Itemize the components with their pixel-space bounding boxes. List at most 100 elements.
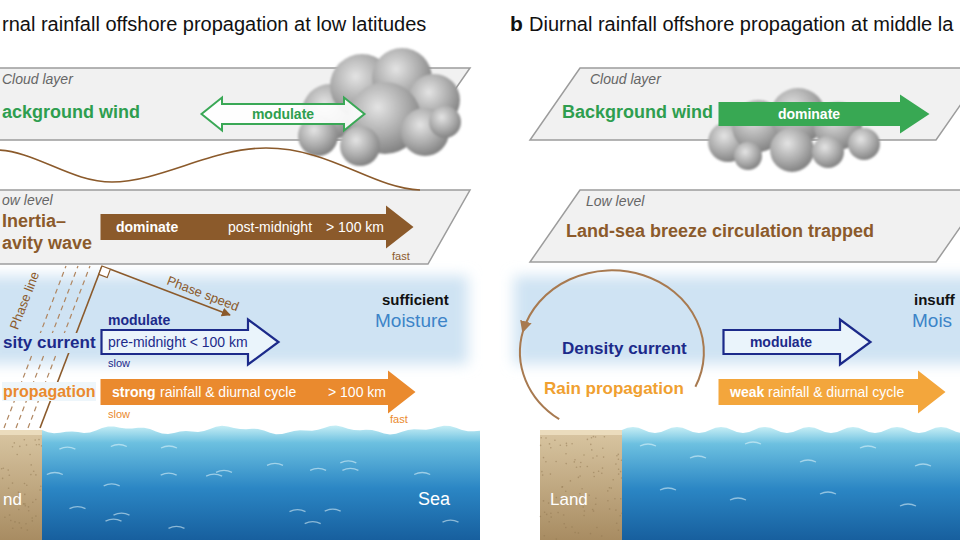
shape-part xyxy=(598,470,600,472)
shape-part xyxy=(565,463,567,465)
shape-part xyxy=(607,500,609,502)
shape-part xyxy=(591,437,593,439)
shape-part xyxy=(12,482,14,484)
shape-part xyxy=(0,190,470,264)
wind-label: Background wind xyxy=(562,101,713,123)
shape-part xyxy=(0,68,470,140)
shape-part xyxy=(609,508,611,510)
speed-note: fast xyxy=(392,250,410,262)
shape-part xyxy=(24,483,26,485)
shape-part xyxy=(588,495,590,497)
shape-part xyxy=(9,514,11,516)
arrow-label: > 100 km xyxy=(328,384,386,401)
shape-part xyxy=(28,506,30,508)
shape-part xyxy=(540,430,624,435)
shape-part xyxy=(27,529,29,531)
wave-label: Inertia– avity wave xyxy=(2,210,98,254)
shape-part xyxy=(602,467,604,469)
layer-label: Low level xyxy=(586,193,644,210)
process-arrow: dominatepost-midnight> 100 km xyxy=(100,205,414,249)
shape-part xyxy=(595,497,597,499)
shape-part xyxy=(596,527,598,529)
shape-part xyxy=(25,523,27,525)
shape-part xyxy=(514,276,960,364)
shape-part xyxy=(590,533,592,535)
shape-part xyxy=(584,510,586,512)
shape-part xyxy=(16,454,18,456)
shape-part xyxy=(593,510,595,512)
arrow-label: > 100 km xyxy=(326,219,384,236)
shape-part xyxy=(560,444,562,446)
shape-part xyxy=(595,436,597,438)
arrow-label: rainfall & diurnal cycle xyxy=(160,384,296,401)
shape-part xyxy=(70,507,86,509)
shape-part xyxy=(550,447,552,449)
shape-part xyxy=(59,447,75,449)
shape-part xyxy=(0,276,468,364)
shape-part xyxy=(3,467,5,469)
wave-crests-part xyxy=(820,492,836,494)
shape-part xyxy=(42,426,480,540)
shape-part xyxy=(106,519,122,521)
shape-part xyxy=(563,523,565,525)
sea-block-shape xyxy=(42,416,480,540)
moisture-label: Mois xyxy=(912,309,952,332)
shape-part xyxy=(40,486,42,488)
shape-part xyxy=(612,479,614,481)
wave-crests-part xyxy=(915,464,931,466)
shape-part xyxy=(620,498,622,500)
shape-part xyxy=(571,526,573,528)
shape-part xyxy=(618,529,620,531)
shape-part xyxy=(30,464,32,466)
shape-part xyxy=(25,505,27,507)
shape-part xyxy=(542,474,544,476)
shape-part xyxy=(548,521,550,523)
shape-part xyxy=(603,456,605,458)
shape-part xyxy=(550,516,552,518)
shape-part xyxy=(310,468,326,470)
arrow-label: modulate xyxy=(750,334,812,351)
shape-part xyxy=(340,461,356,463)
shape-part xyxy=(621,512,623,514)
wave-crests-part xyxy=(730,498,746,500)
outline-arrow: modulate xyxy=(722,318,872,366)
shape-part xyxy=(578,532,580,534)
shape-part xyxy=(562,486,564,488)
shape-part xyxy=(0,430,42,435)
shape-part xyxy=(26,444,28,446)
shape-part xyxy=(0,430,42,540)
shape-part xyxy=(619,515,621,517)
wave-crests-part xyxy=(640,444,656,446)
shape-part xyxy=(724,320,871,365)
shape-part xyxy=(565,453,567,455)
shape-part xyxy=(161,473,177,475)
shape-part xyxy=(618,468,620,470)
arrow-label: strong xyxy=(112,384,156,401)
shape-part xyxy=(14,442,16,444)
shape-part xyxy=(607,490,609,492)
moisture-level: sufficient xyxy=(382,291,449,309)
cloud-layer-plane: Cloud layerBackground winddominate xyxy=(528,66,960,142)
shape-part xyxy=(35,515,37,517)
shape-part xyxy=(540,437,542,439)
shape-part xyxy=(545,461,547,463)
gravity-wave-curve xyxy=(0,148,420,190)
shape-part xyxy=(33,470,35,472)
process-arrow: strongrainfall & diurnal cycle > 100 km xyxy=(100,370,416,414)
shape-part xyxy=(21,527,23,529)
wave-crests-part xyxy=(745,442,761,444)
shape-part xyxy=(104,484,120,486)
shape-part xyxy=(601,535,603,537)
land-block: nd xyxy=(0,430,42,540)
shape-part xyxy=(12,446,14,448)
shape-part xyxy=(36,444,38,446)
shape-part xyxy=(540,430,624,540)
shape-part xyxy=(592,509,594,511)
shape-part xyxy=(540,445,542,447)
circulation-label: Land-sea breeze circulation trapped xyxy=(566,220,874,242)
moisture-band: sufficientMoisturesity currentmodulatepr… xyxy=(0,266,478,374)
land-block-shape xyxy=(0,430,42,540)
shape-part xyxy=(609,487,611,489)
shape-part xyxy=(614,498,616,500)
sea-label: Sea xyxy=(418,488,450,510)
